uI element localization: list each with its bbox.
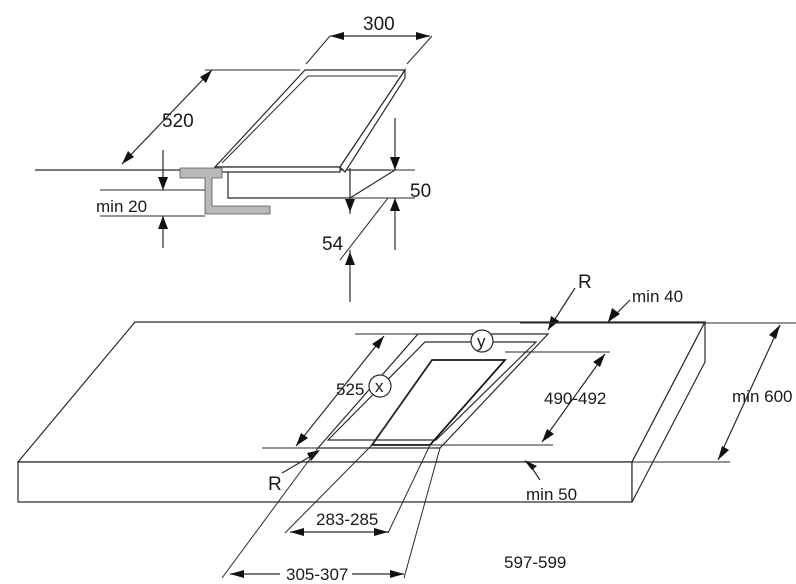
dim-min-600: min 600 (632, 324, 792, 463)
label-r-top: R (578, 272, 592, 293)
dim-525: 525 (262, 333, 418, 449)
dim-54: 54 (322, 168, 389, 302)
dim-597-599: 597-599 (504, 553, 566, 572)
hob-front-edge (214, 166, 341, 173)
dim-300: 300 (305, 14, 433, 65)
dim-r-top: R (547, 272, 592, 331)
worktop (16, 321, 706, 503)
dim-50: 50 (350, 118, 431, 250)
mounting-bracket (179, 167, 271, 215)
label-min-50: min 50 (526, 485, 577, 504)
mark-y: y (470, 329, 494, 353)
label-min-600: min 600 (732, 387, 792, 406)
label-525: 525 (336, 380, 364, 399)
label-mark-x: x (375, 377, 384, 396)
dim-520: 520 (121, 69, 300, 165)
label-min-20: min 20 (96, 197, 147, 216)
label-305-307: 305-307 (286, 565, 348, 584)
dim-490-492: 490-492 (430, 351, 610, 446)
dim-283-285: 283-285 (284, 444, 431, 536)
worktop-side-face (631, 321, 706, 503)
dim-min-40: min 40 (520, 287, 796, 324)
dim-min-50: min 50 (524, 460, 577, 504)
label-r-left: R (268, 474, 282, 495)
label-520: 520 (162, 111, 194, 132)
label-min-40: min 40 (632, 287, 683, 306)
dim-305-307: 305-307 (221, 447, 441, 584)
label-50: 50 (410, 181, 431, 202)
mark-x: x (368, 374, 392, 398)
hob-perspective (35, 68, 407, 215)
label-490-492: 490-492 (544, 389, 606, 408)
label-300: 300 (363, 14, 395, 35)
hob-top-inner-edge (221, 75, 398, 164)
hob-side-edge (339, 68, 406, 173)
label-283-285: 283-285 (316, 510, 378, 529)
label-597-599: 597-599 (504, 553, 566, 572)
label-54: 54 (322, 234, 344, 255)
hob-body (227, 169, 396, 199)
label-mark-y: y (477, 332, 486, 351)
dim-min-20: min 20 (96, 150, 205, 248)
